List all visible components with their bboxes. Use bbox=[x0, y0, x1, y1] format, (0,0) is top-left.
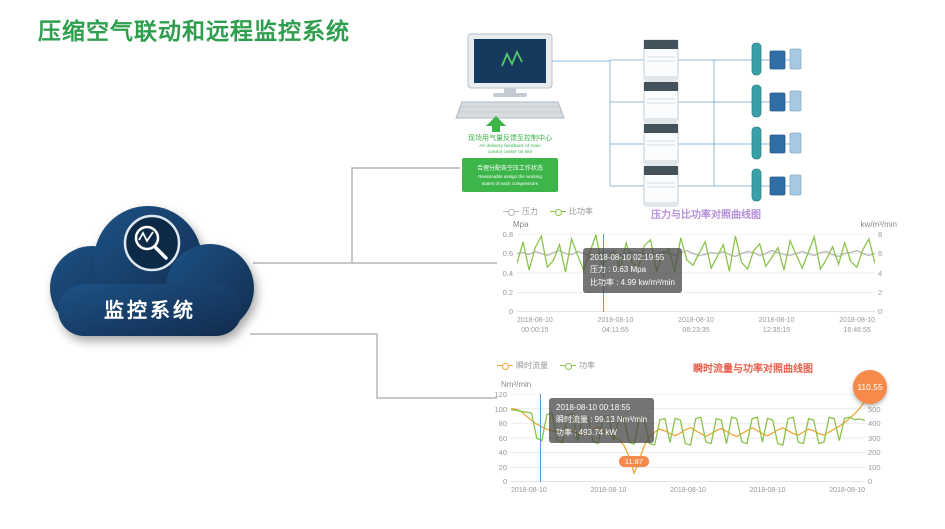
compressor-unit[interactable] bbox=[643, 165, 679, 207]
y-axis-right: 6005004003002001000 bbox=[868, 390, 890, 486]
axis-tick: 0 bbox=[868, 477, 873, 486]
plot-area[interactable]: 2018-08-10 00:18:55 瞬时流量 : 99.13 Nm³/min… bbox=[511, 394, 865, 482]
legend-item[interactable]: 瞬时流量 bbox=[497, 360, 548, 371]
y-axis-unit-left: Nm³/min bbox=[501, 380, 532, 389]
cloud-label: 监控系统 bbox=[104, 300, 196, 322]
chart-legend: 压力 比功率 bbox=[503, 206, 593, 217]
legend-item[interactable]: 功率 bbox=[560, 360, 595, 371]
tooltip: 2018-08-10 02:19:55 压力 : 0.63 Mpa 比功率 : … bbox=[583, 248, 682, 294]
axis-tick: 2 bbox=[878, 287, 883, 297]
x-axis-label: 2018-08-10 16:46:55 bbox=[839, 317, 875, 334]
chart-title: 瞬时流量与功率对照曲线图 bbox=[693, 364, 813, 375]
axis-tick: 0 bbox=[502, 477, 507, 486]
chart-legend: 瞬时流量 功率 bbox=[497, 360, 595, 371]
y-axis-right: 8 6 4 2 0 bbox=[878, 230, 897, 316]
x-axis-label: 2018-08-10 bbox=[749, 487, 786, 494]
assign-label-box: 合理分配各空压工作状态 Reasonable assign the workin… bbox=[462, 158, 558, 192]
axis-tick: 0.6 bbox=[502, 249, 513, 259]
connector-to-chart2 bbox=[250, 333, 497, 399]
tooltip-time: 2018-08-10 00:18:55 bbox=[556, 403, 631, 412]
legend-item[interactable]: 比功率 bbox=[550, 206, 593, 217]
x-axis-label: 2018-08-10 04:11:55 bbox=[597, 317, 634, 334]
y-axis-unit-right: kw/m³/min bbox=[860, 220, 897, 229]
axis-tick: 0 bbox=[878, 307, 883, 316]
axis-tick: 4 bbox=[878, 268, 883, 278]
y-axis-left: 0.8 0.6 0.4 0.2 0 bbox=[495, 230, 513, 316]
axis-tick: 0.4 bbox=[502, 268, 513, 278]
page-title: 压缩空气联动和远程监控系统 bbox=[38, 18, 350, 44]
axis-tick: 60 bbox=[498, 433, 507, 443]
air-treatment-unit bbox=[751, 126, 802, 160]
tooltip-pressure: 压力 : 0.63 Mpa bbox=[590, 265, 647, 275]
min-flow-marker: 11.87 bbox=[619, 456, 649, 467]
axis-tick: 0.8 bbox=[502, 230, 513, 239]
x-axis-labels: 2018-08-10 2018-08-10 2018-08-10 2018-08-10… bbox=[511, 486, 865, 496]
x-axis-label: 2018-08-10 12:35:15 bbox=[758, 317, 795, 334]
axis-tick: 400 bbox=[868, 419, 881, 428]
feedback-caption-en2: control center on site bbox=[488, 149, 533, 155]
screen-logo-icon bbox=[501, 49, 523, 67]
axis-tick: 0.2 bbox=[502, 287, 513, 297]
x-axis-label: 2018-08-10 00:00:15 bbox=[517, 317, 553, 334]
y-axis-unit-left: Mpa bbox=[513, 220, 529, 229]
tooltip-specific-power: 比功率 : 4.99 kw/m³/min bbox=[590, 277, 675, 287]
compressor-unit[interactable] bbox=[643, 39, 679, 81]
x-axis-labels: 2018-08-10 00:00:15 2018-08-10 04:11:55 20… bbox=[517, 316, 875, 336]
air-treatment-unit bbox=[751, 42, 802, 76]
assign-caption-en2: states of each compressors bbox=[482, 181, 539, 186]
y-axis-left: 120 100 80 60 40 20 0 bbox=[487, 390, 507, 486]
feedback-arrow-icon bbox=[486, 116, 506, 132]
axis-tick: 100 bbox=[494, 404, 507, 414]
current-flow-badge: 110.55 bbox=[853, 370, 887, 404]
control-computer[interactable] bbox=[455, 33, 565, 119]
compressor-unit[interactable] bbox=[643, 123, 679, 165]
tooltip: 2018-08-10 00:18:55 瞬时流量 : 99.13 Nm³/min… bbox=[549, 398, 655, 444]
tooltip-power: 功率 : 493.74 kW bbox=[556, 427, 617, 437]
air-treatment-unit bbox=[751, 168, 802, 202]
axis-tick: 40 bbox=[498, 448, 507, 457]
compressor-unit[interactable] bbox=[643, 81, 679, 123]
assign-caption-cn: 合理分配各空压工作状态 bbox=[477, 164, 543, 172]
axis-tick: 20 bbox=[498, 462, 507, 472]
axis-tick: 100 bbox=[868, 462, 881, 472]
feedback-caption-cn: 现场用气量反馈至控制中心 bbox=[468, 133, 552, 142]
chart-title: 压力与比功率对照曲线图 bbox=[651, 210, 761, 221]
x-axis-label: 2018-08-10 bbox=[829, 487, 865, 494]
x-axis-label: 2018-08-10 bbox=[590, 487, 627, 494]
legend-item[interactable]: 压力 bbox=[503, 206, 538, 217]
magnifier-icon bbox=[123, 214, 181, 272]
system-diagram: 现场用气量反馈至控制中心 Air delivery feedback of ma… bbox=[455, 33, 802, 207]
axis-tick: 500 bbox=[868, 404, 881, 414]
keyboard bbox=[455, 101, 565, 119]
series-line bbox=[517, 234, 875, 274]
flow-power-chart: 瞬时流量 功率 瞬时流量与功率对照曲线图 Nm³/min 120 100 80 60 40… bbox=[487, 358, 911, 510]
tooltip-flow: 瞬时流量 : 99.13 Nm³/min bbox=[556, 415, 648, 425]
axis-tick: 6 bbox=[878, 249, 883, 259]
tooltip-time: 2018-08-10 02:19:55 bbox=[590, 253, 665, 262]
plot-area[interactable]: 2018-08-10 02:19:55 压力 : 0.63 Mpa 比功率 : … bbox=[517, 234, 875, 312]
connector-to-diagram bbox=[253, 167, 460, 264]
cursor-line bbox=[540, 394, 541, 482]
axis-tick: 80 bbox=[498, 419, 507, 428]
x-axis-label: 2018-08-10 bbox=[511, 487, 547, 494]
axis-tick: 0 bbox=[508, 307, 513, 316]
assign-caption-en1: Reasonable assign the working bbox=[478, 174, 542, 179]
axis-tick: 120 bbox=[494, 390, 507, 399]
axis-tick: 8 bbox=[878, 230, 883, 239]
x-axis-label: 2018-08-10 bbox=[670, 487, 706, 494]
air-treatment-unit bbox=[751, 84, 802, 118]
axis-tick: 300 bbox=[868, 433, 881, 443]
monitoring-cloud[interactable]: 监控系统 bbox=[30, 188, 270, 356]
x-axis-label: 2018-08-10 08:23:35 bbox=[678, 317, 714, 334]
axis-tick: 200 bbox=[868, 448, 881, 457]
feedback-caption-en1: Air delivery feedback of main bbox=[479, 143, 541, 149]
